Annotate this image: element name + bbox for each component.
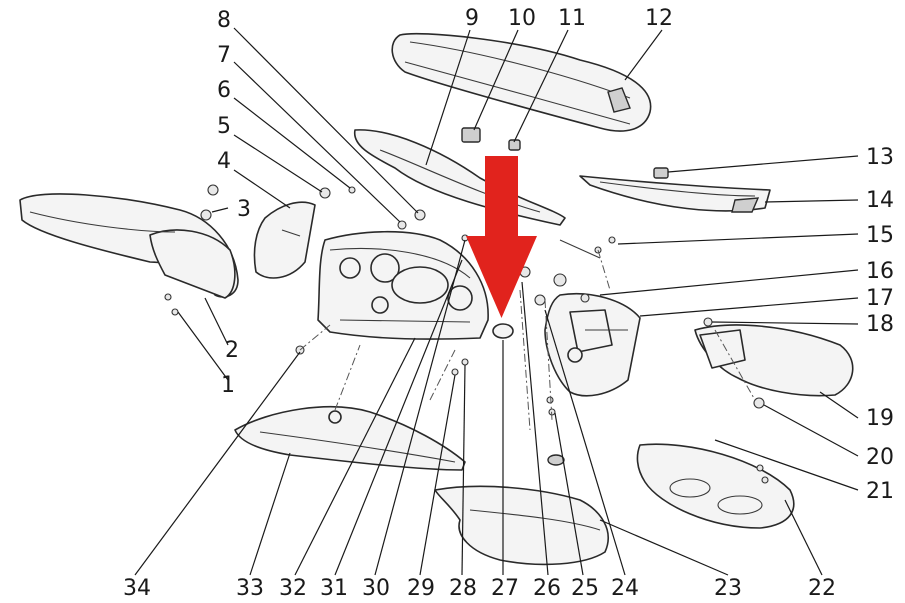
callout-4: 4 xyxy=(217,149,231,174)
callout-11: 11 xyxy=(558,6,586,31)
callout-18: 18 xyxy=(866,312,894,337)
callout-33: 33 xyxy=(236,576,264,601)
callout-9: 9 xyxy=(465,6,479,31)
callout-17: 17 xyxy=(866,286,894,311)
callout-8: 8 xyxy=(217,8,231,33)
fasteners-group xyxy=(164,127,765,466)
callout-6: 6 xyxy=(217,78,231,103)
seat-part xyxy=(391,32,652,132)
callout-27: 27 xyxy=(491,576,519,601)
callout-32: 32 xyxy=(279,576,307,601)
rear-fender-tip-part xyxy=(694,324,854,397)
lower-side-panel-part xyxy=(234,406,466,471)
callout-34: 34 xyxy=(123,576,151,601)
callout-19: 19 xyxy=(866,406,894,431)
callout-2: 2 xyxy=(225,338,239,363)
callout-29: 29 xyxy=(407,576,435,601)
callout-10: 10 xyxy=(508,6,536,31)
callout-26: 26 xyxy=(533,576,561,601)
mudguard-bracket-part xyxy=(544,292,641,397)
callout-25: 25 xyxy=(571,576,599,601)
callout-5: 5 xyxy=(217,114,231,139)
assembly-guide-lines xyxy=(299,249,756,431)
callout-22: 22 xyxy=(808,576,836,601)
callout-7: 7 xyxy=(217,43,231,68)
callout-1: 1 xyxy=(221,373,235,398)
leader-lines xyxy=(134,27,859,576)
side-cover-part xyxy=(253,201,316,279)
side-panel-upper-part xyxy=(353,129,566,226)
callout-13: 13 xyxy=(866,145,894,170)
callout-24: 24 xyxy=(611,576,639,601)
callout-12: 12 xyxy=(645,6,673,31)
callout-20: 20 xyxy=(866,445,894,470)
callout-numbers: 1 2 3 4 5 6 7 8 9 10 11 12 13 14 15 16 1… xyxy=(123,6,894,601)
callout-23: 23 xyxy=(714,576,742,601)
rear-rail-part xyxy=(579,175,771,213)
callout-31: 31 xyxy=(320,576,348,601)
bottom-shroud-part xyxy=(434,485,609,566)
callout-3: 3 xyxy=(237,197,251,222)
rear-plate-assembly-part xyxy=(636,443,795,529)
callout-28: 28 xyxy=(449,576,477,601)
callout-16: 16 xyxy=(866,259,894,284)
callout-21: 21 xyxy=(866,479,894,504)
highlight-arrow-icon xyxy=(466,156,537,318)
front-fender-part xyxy=(19,193,239,299)
callout-14: 14 xyxy=(866,188,894,213)
callout-15: 15 xyxy=(866,223,894,248)
callout-30: 30 xyxy=(362,576,390,601)
